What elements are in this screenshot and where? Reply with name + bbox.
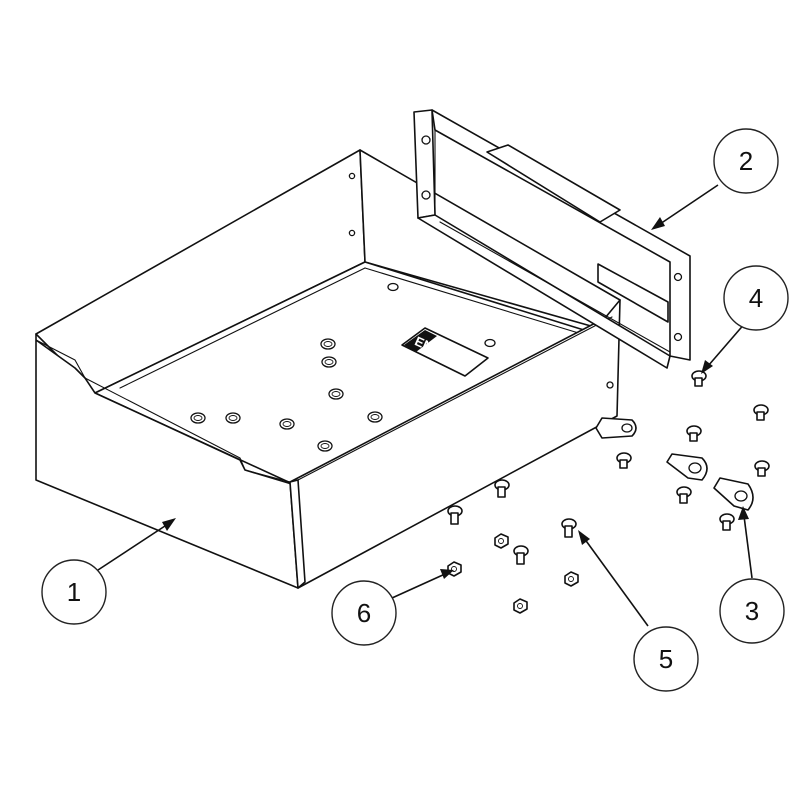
balloon-1-number: 1 bbox=[67, 577, 81, 607]
clip-left bbox=[666, 453, 708, 481]
leader-2 bbox=[659, 184, 719, 225]
part-clips bbox=[666, 453, 754, 511]
screw bbox=[676, 486, 692, 504]
screw bbox=[753, 404, 769, 421]
arrow-leader-icon bbox=[738, 506, 749, 520]
screw bbox=[719, 513, 735, 531]
fasteners bbox=[447, 370, 770, 614]
arrow-leader-icon bbox=[701, 360, 713, 374]
balloon-1: 1 bbox=[41, 559, 107, 625]
balloon-5: 5 bbox=[633, 626, 699, 692]
leader-5 bbox=[583, 537, 649, 627]
leader-4 bbox=[707, 321, 747, 367]
hex-nut bbox=[564, 571, 579, 587]
leader-lines bbox=[97, 184, 753, 627]
balloon-4-number: 4 bbox=[749, 283, 763, 313]
balloon-6: 6 bbox=[331, 580, 397, 646]
balloon-4: 4 bbox=[723, 265, 789, 331]
arrow-leader-icon bbox=[162, 518, 176, 531]
balloon-2-number: 2 bbox=[739, 146, 753, 176]
clip-right bbox=[713, 477, 754, 511]
screw bbox=[513, 545, 529, 565]
screw bbox=[691, 370, 707, 387]
part-tray: ENS bbox=[35, 149, 637, 589]
balloon-6-number: 6 bbox=[357, 598, 371, 628]
balloon-3-number: 3 bbox=[745, 596, 759, 626]
bracket-flange bbox=[413, 109, 436, 219]
screw bbox=[686, 425, 702, 442]
leader-6 bbox=[391, 573, 446, 599]
tray-floor-holes bbox=[190, 282, 496, 452]
arrow-leader-icon bbox=[578, 530, 590, 545]
balloon-2: 2 bbox=[713, 128, 779, 194]
arrow-leader-icon bbox=[440, 569, 454, 579]
balloon-3: 3 bbox=[719, 578, 785, 644]
leader-3 bbox=[743, 515, 753, 579]
screw bbox=[616, 452, 632, 469]
hex-nut bbox=[447, 561, 462, 577]
leader-1 bbox=[97, 523, 169, 571]
part-bracket bbox=[413, 109, 691, 369]
screw bbox=[494, 479, 510, 498]
arrow-leader-icon bbox=[651, 217, 665, 230]
screw bbox=[754, 460, 770, 477]
screw bbox=[561, 518, 577, 538]
hex-nut bbox=[513, 598, 528, 614]
balloon-5-number: 5 bbox=[659, 644, 673, 674]
logo-plate: ENS bbox=[401, 327, 489, 377]
screw bbox=[447, 505, 463, 525]
tray-left-wall bbox=[35, 333, 299, 589]
hex-nut bbox=[494, 533, 509, 549]
tray-bottom-tab bbox=[595, 417, 637, 439]
